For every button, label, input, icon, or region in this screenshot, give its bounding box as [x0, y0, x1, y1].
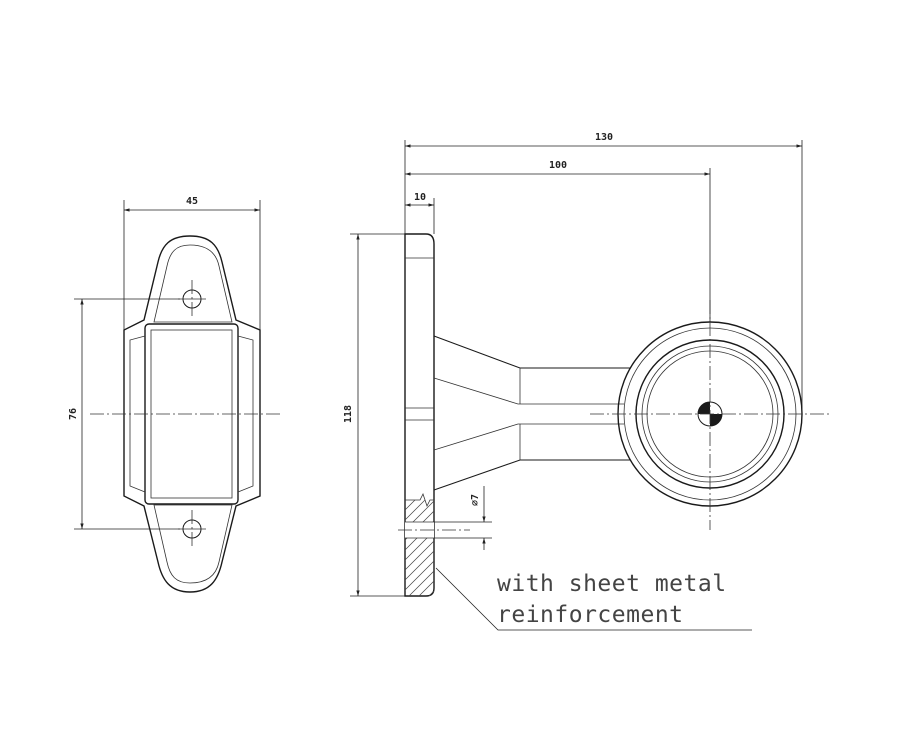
side-arm-lower — [433, 459, 630, 491]
note-line-2: reinforcement — [497, 602, 684, 628]
section-hatch — [405, 500, 434, 596]
note-line-1: with sheet metal — [497, 571, 727, 597]
side-view: 130 100 10 118 ⌀7 with sheet metal reinf… — [343, 132, 830, 631]
side-arm-upper — [433, 335, 630, 369]
dim-base-height: 118 — [343, 405, 354, 423]
front-bulge-left — [129, 335, 146, 493]
front-flange-inner — [153, 244, 233, 323]
dim-base-thickness: 10 — [414, 192, 426, 203]
front-bulge-right — [237, 335, 254, 493]
front-flange-outline — [123, 235, 261, 593]
dim-overall-length: 130 — [595, 132, 613, 143]
dim-center-distance: 100 — [549, 160, 567, 171]
front-flange-inner-bottom — [153, 504, 233, 584]
dim-base-width: 45 — [186, 196, 198, 207]
dim-hole-spacing: 76 — [68, 408, 79, 420]
dim-hole-diameter: ⌀7 — [470, 494, 481, 506]
note-leader — [435, 567, 752, 631]
side-base-plate — [404, 233, 435, 597]
front-view: 45 76 — [68, 196, 280, 593]
